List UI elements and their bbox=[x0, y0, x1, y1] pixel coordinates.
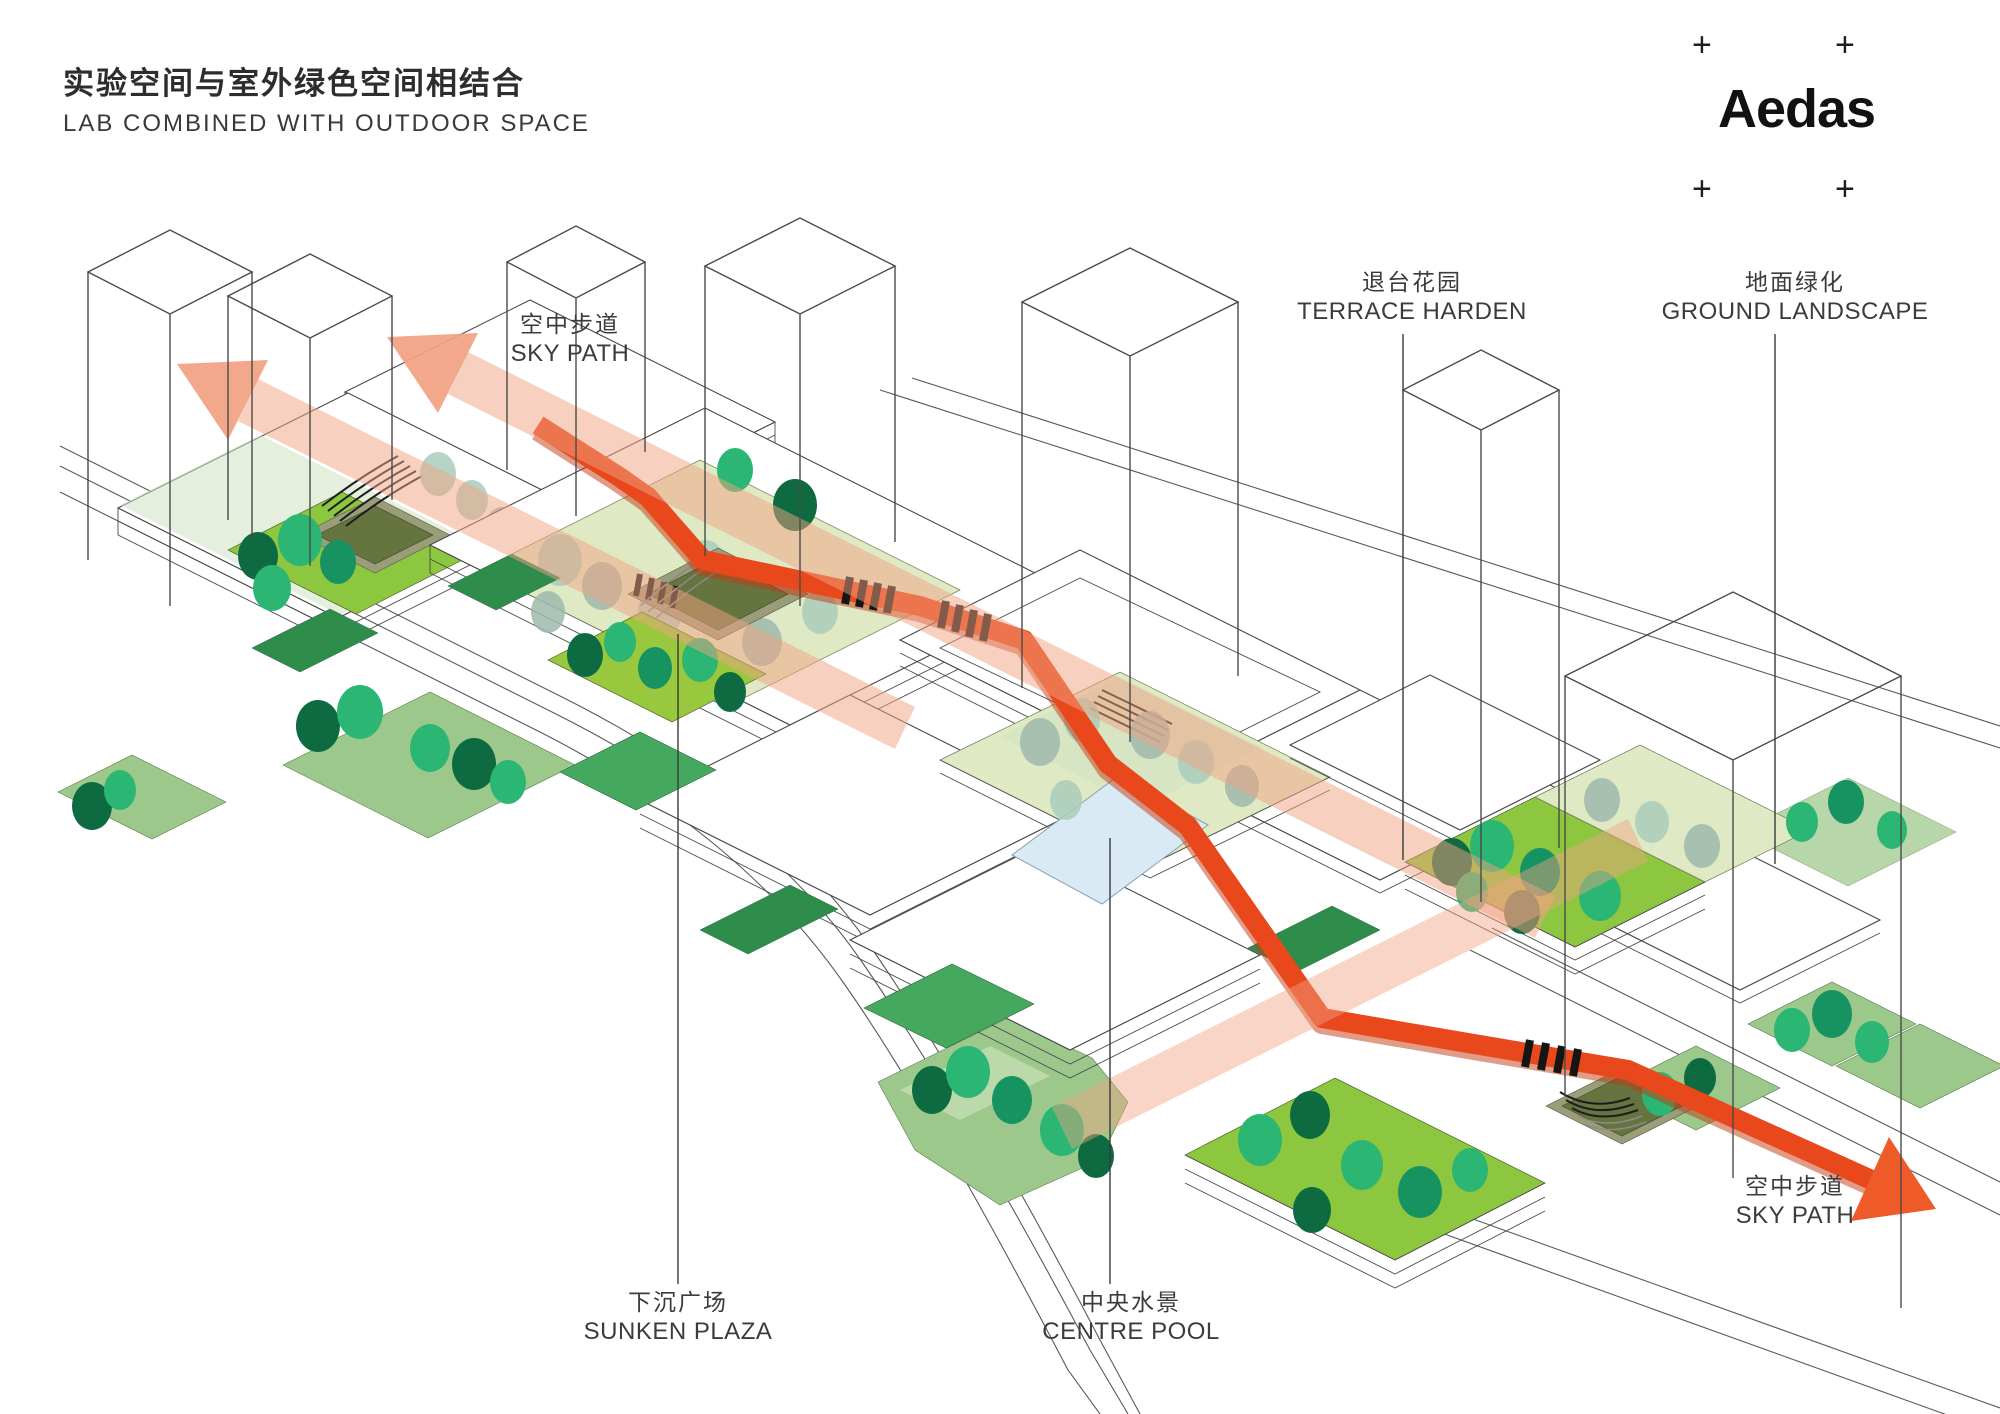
label-ground-landscape: 地面绿化 GROUND LANDSCAPE bbox=[1645, 268, 1945, 327]
plus-mark-top-left: + bbox=[1692, 26, 1712, 64]
podium-block-west bbox=[116, 392, 570, 646]
label-sunken-plaza-cn: 下沉广场 bbox=[628, 1289, 728, 1315]
label-ground-landscape-cn: 地面绿化 bbox=[1745, 269, 1845, 295]
label-sky-path-bottom-cn: 空中步道 bbox=[1745, 1173, 1845, 1199]
label-sky-path-bottom: 空中步道 SKY PATH bbox=[1695, 1172, 1895, 1231]
label-sky-path-top-cn: 空中步道 bbox=[520, 311, 620, 337]
label-sunken-plaza: 下沉广场 SUNKEN PLAZA bbox=[553, 1288, 803, 1347]
label-sunken-plaza-en: SUNKEN PLAZA bbox=[583, 1317, 773, 1345]
label-sky-path-bottom-en: SKY PATH bbox=[1735, 1201, 1855, 1229]
flow-arrowhead-north bbox=[387, 333, 478, 413]
label-sky-path-top: 空中步道 SKY PATH bbox=[470, 310, 670, 369]
page-title-cn: 实验空间与室外绿色空间相结合 bbox=[63, 66, 525, 101]
label-centre-pool: 中央水景 CENTRE POOL bbox=[1006, 1288, 1256, 1347]
stair-stripes bbox=[1521, 1039, 1582, 1077]
leader-lines bbox=[677, 334, 1776, 1284]
plus-mark-bottom-right: + bbox=[1835, 170, 1855, 208]
label-terrace-garden-cn: 退台花园 bbox=[1362, 269, 1462, 295]
label-ground-landscape-en: GROUND LANDSCAPE bbox=[1661, 297, 1929, 325]
label-sky-path-top-en: SKY PATH bbox=[510, 339, 630, 367]
plus-mark-bottom-left: + bbox=[1692, 170, 1712, 208]
southeast-green-roof bbox=[1184, 1067, 1699, 1289]
pedestrian-flow-arrows bbox=[177, 333, 1648, 1149]
wireframe-towers bbox=[86, 217, 1903, 1308]
label-terrace-garden: 退台花园 TERRACE HARDEN bbox=[1282, 268, 1542, 327]
page-title-en: LAB COMBINED WITH OUTDOOR SPACE bbox=[63, 110, 590, 137]
flow-arrowhead-west bbox=[177, 360, 268, 440]
header: 实验空间与室外绿色空间相结合 LAB COMBINED WITH OUTDOOR… bbox=[63, 58, 590, 138]
label-centre-pool-en: CENTRE POOL bbox=[1042, 1317, 1220, 1345]
label-centre-pool-cn: 中央水景 bbox=[1081, 1289, 1181, 1315]
plus-mark-top-right: + bbox=[1835, 26, 1855, 64]
sky-path-arrowhead bbox=[1851, 1137, 1936, 1221]
label-terrace-garden-en: TERRACE HARDEN bbox=[1297, 297, 1527, 325]
aedas-logo: Aedas bbox=[1718, 79, 1876, 139]
